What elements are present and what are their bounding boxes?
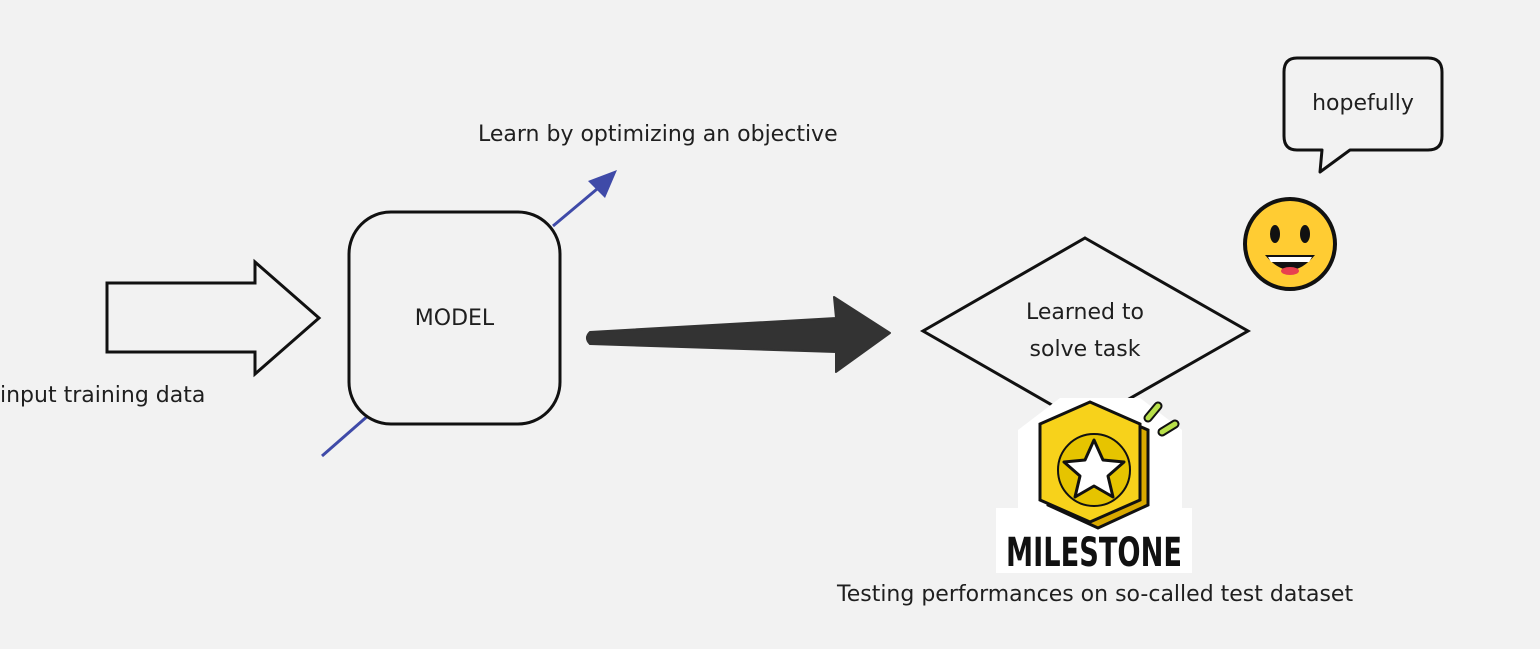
model-label: MODEL: [414, 306, 495, 331]
speech-bubble: [1282, 56, 1444, 174]
input-data-label: input training data: [0, 383, 206, 408]
model-box: [347, 210, 562, 426]
outcome-label-line1: Learned to: [1025, 300, 1145, 325]
outcome-diamond: [919, 236, 1252, 426]
milestone-star-badge-icon: MILESTONE: [996, 398, 1192, 576]
test-dataset-label: Testing performances on so-called test d…: [837, 582, 1354, 607]
objective-label: Learn by optimizing an objective: [478, 122, 838, 147]
main-flow-arrow: [586, 296, 891, 373]
outcome-label-line2: solve task: [1029, 337, 1141, 362]
speech-bubble-text: hopefully: [1312, 91, 1414, 116]
objective-arrow-line: [552, 182, 604, 228]
objective-arrow-tail: [321, 412, 371, 458]
milestone-sticker-text: MILESTONE: [1006, 530, 1182, 576]
objective-arrowhead: [588, 170, 617, 198]
input-block-arrow: [105, 258, 322, 378]
grinning-face-icon: [1243, 197, 1337, 291]
